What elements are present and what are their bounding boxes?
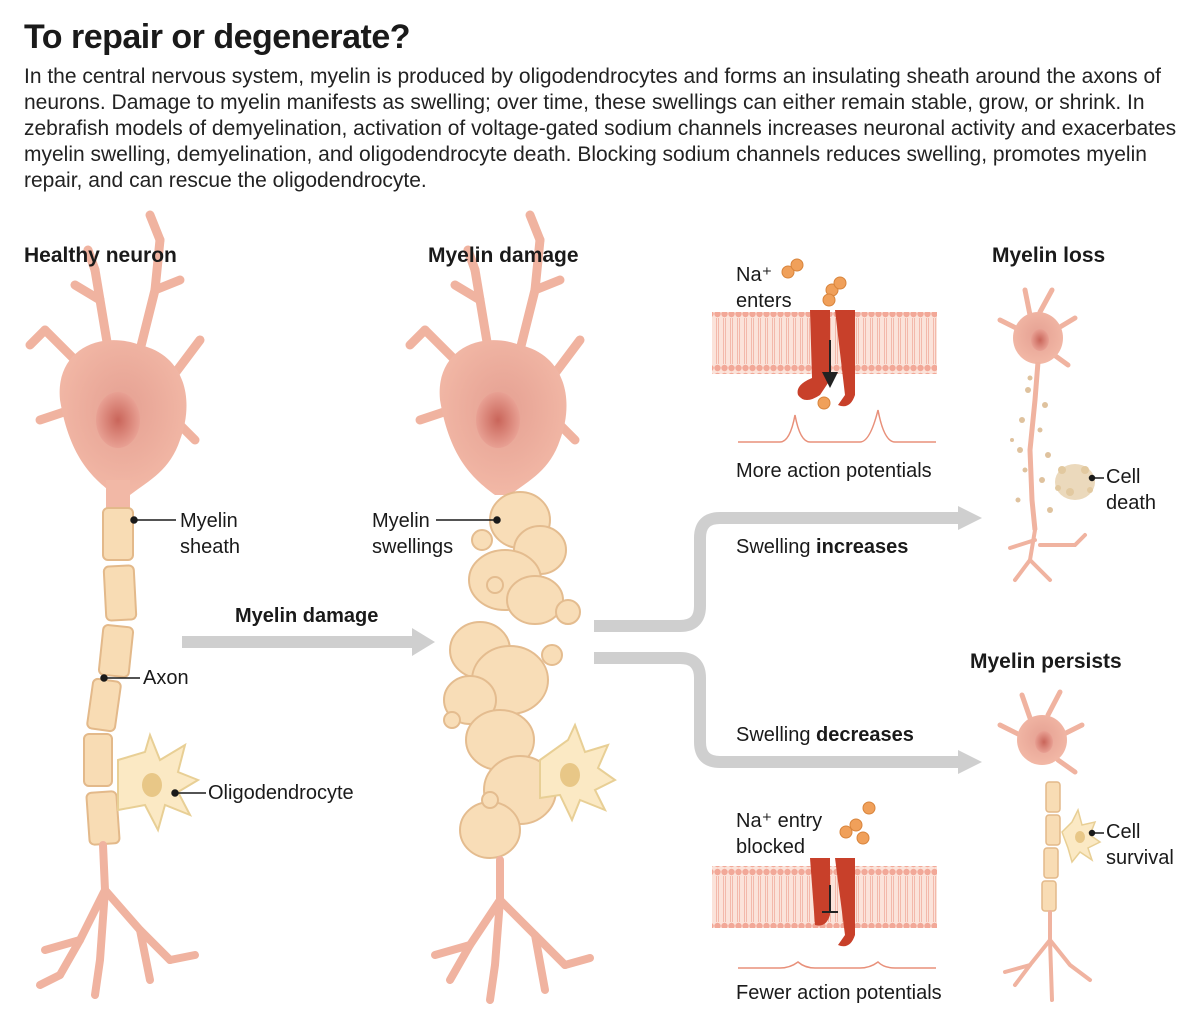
label-na-blocked-2: blocked xyxy=(736,836,805,858)
heading-myelin-loss: Myelin loss xyxy=(992,244,1106,267)
label-more-action-potentials: More action potentials xyxy=(736,460,932,482)
healthy-nucleus xyxy=(96,392,140,448)
label-myelin-swellings-2: swellings xyxy=(372,536,454,558)
arrow-label-myelin-damage: Myelin damage xyxy=(235,605,379,627)
channel-open xyxy=(712,258,937,443)
action-potential-trace-high xyxy=(738,409,936,443)
myelin-loss-neuron xyxy=(997,287,1104,582)
myelin-persists-neuron xyxy=(997,689,1104,1002)
action-potential-trace-low xyxy=(738,961,936,969)
label-myelin-sheath-2: sheath xyxy=(180,536,241,558)
arrow-label-swelling-increases: Swelling increases xyxy=(736,536,909,558)
figure-title: To repair or degenerate? xyxy=(24,18,411,56)
oligodendrocyte xyxy=(117,731,201,833)
intro-paragraph: In the central nervous system, myelin is… xyxy=(24,65,1177,192)
label-myelin-sheath-1: Myelin xyxy=(180,510,238,532)
label-na-enters-2: enters xyxy=(736,290,792,312)
label-cell-survival-2: survival xyxy=(1106,847,1174,869)
myelin-swellings xyxy=(443,491,581,859)
label-na-enters-1: Na⁺ xyxy=(736,264,773,286)
label-axon: Axon xyxy=(143,667,189,689)
heading-healthy-neuron: Healthy neuron xyxy=(24,244,177,267)
healthy-axon-terminals xyxy=(36,841,199,999)
label-cell-death-2: death xyxy=(1106,492,1157,514)
label-oligodendrocyte: Oligodendrocyte xyxy=(208,782,354,804)
surviving-oligodendrocyte xyxy=(1061,807,1102,864)
healthy-neuron xyxy=(25,210,206,999)
heading-myelin-damage: Myelin damage xyxy=(428,244,579,267)
label-cell-survival-1: Cell xyxy=(1106,821,1141,843)
branch-arrows xyxy=(594,512,958,768)
label-myelin-swellings-1: Myelin xyxy=(372,510,430,532)
channel-blocked xyxy=(712,801,937,969)
dying-oligodendrocyte xyxy=(1055,464,1095,500)
label-fewer-action-potentials: Fewer action potentials xyxy=(736,982,942,1004)
heading-myelin-persists: Myelin persists xyxy=(970,650,1122,673)
label-cell-death-1: Cell xyxy=(1106,466,1141,488)
label-na-blocked-1: Na⁺ entry xyxy=(736,810,823,832)
arrow-label-swelling-decreases: Swelling decreases xyxy=(736,724,914,746)
healthy-myelin-segments xyxy=(83,507,138,846)
damaged-neuron xyxy=(405,210,617,1004)
myelin-damage-arrow xyxy=(182,628,435,656)
